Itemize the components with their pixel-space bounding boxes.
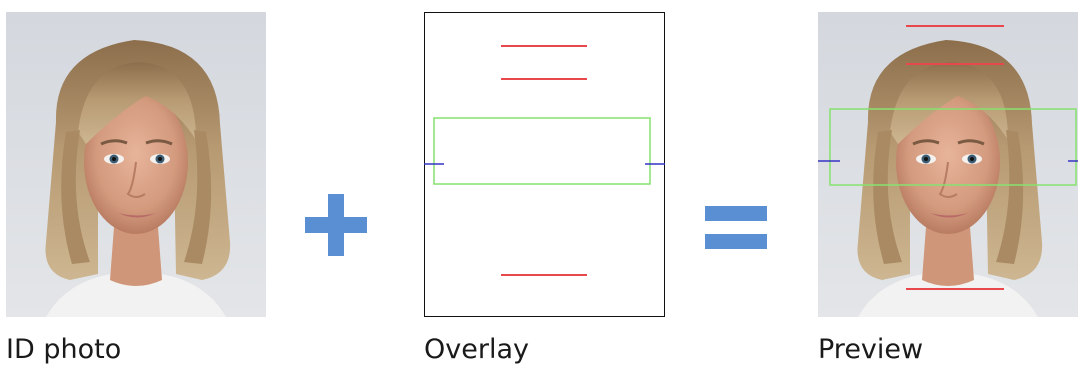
preview-eye-box [829,108,1077,186]
overlay-panel [424,12,665,317]
id-photo-image [6,12,266,317]
plus-icon [305,194,367,256]
id-photo-caption: ID photo [6,334,122,365]
id-photo-panel [6,12,266,317]
preview-image [818,12,1078,317]
overlay-caption: Overlay [424,334,529,365]
preview-panel [818,12,1078,317]
overlay-eye-box [433,117,651,185]
overlay-image [424,12,665,317]
preview-caption: Preview [818,334,924,365]
equals-icon [705,206,767,249]
